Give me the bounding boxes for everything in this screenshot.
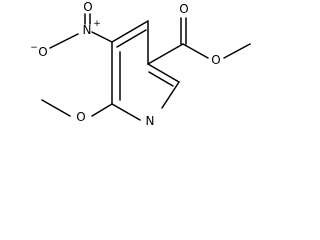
- nitro-o-left-label: O: [38, 45, 47, 59]
- bond-ring-n-c5: [111, 103, 141, 121]
- bond-ring-to-nitro-n: [91, 31, 113, 43]
- bond-methoxy-o-to-methyl: [41, 99, 71, 117]
- bond-ring-c6-n: [161, 81, 180, 109]
- bond-ring-c1-c6-inner: [148, 71, 174, 87]
- nitro-o-left-charge: −: [30, 43, 38, 53]
- bond-ring-c3-c2: [111, 20, 149, 43]
- bond-ring-to-carbonyl-carbon: [147, 43, 184, 65]
- bond-ring-c1-c6: [147, 63, 180, 83]
- nitro-n-charge: +: [93, 19, 101, 29]
- nitro-n-label: N: [83, 23, 92, 37]
- bond-carbonyl-to-ester-oxygen: [182, 43, 209, 59]
- ester-o-label: O: [211, 53, 220, 67]
- bond-ring-c3-c2-inner: [116, 29, 147, 48]
- nitro-o-top-label: O: [83, 0, 92, 14]
- bond-ring-to-methoxy-o: [91, 103, 113, 117]
- ring-n-label: N: [146, 114, 155, 128]
- carbonyl-o-label: O: [179, 2, 188, 16]
- bond-nitro-n-to-o-left: [49, 33, 79, 49]
- bond-ester-oxygen-to-methyl: [223, 43, 251, 59]
- methoxy-o-label: O: [76, 110, 85, 124]
- molecule-structure: N + O − O O O O N: [30, 0, 251, 128]
- nitro-o-left-atom: − O: [30, 43, 48, 59]
- nitro-n-atom: N +: [83, 19, 101, 37]
